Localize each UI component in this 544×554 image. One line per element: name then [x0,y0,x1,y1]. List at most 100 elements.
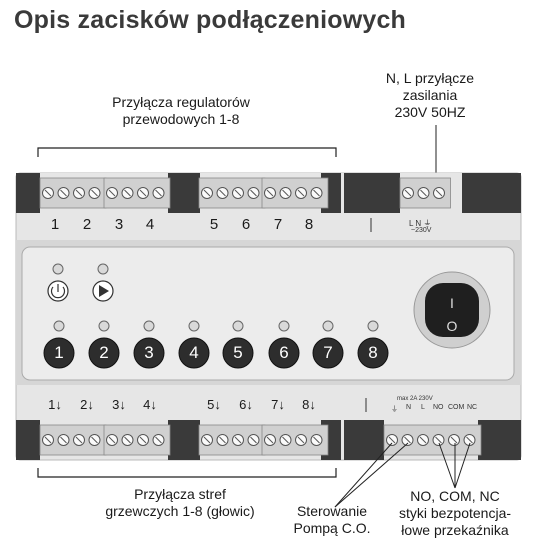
bottom-terminal-a-screw-slot-2 [60,436,67,444]
bottom-number-2: 2↓ [80,397,94,412]
power-led [52,263,64,275]
bottom-terminal-b-screw-slot-3 [139,436,147,444]
relay-terminal-screw-slot-3 [419,436,427,444]
top-terminal-c-screw-slot-3 [234,189,242,197]
zone-led-6 [278,320,290,332]
relay-terminal-screw-slot-1 [388,436,396,444]
top-dark-block-2 [168,173,200,213]
bottom-terminal-b-screw-slot-4 [155,436,162,444]
top-terminal-b-screw-slot-4 [155,189,162,197]
relay-pointer-line-3 [454,442,471,489]
bottom-terminal-b-screw-slot-2 [124,436,131,444]
power-terminal-screw-slot-1 [404,189,412,197]
zone-button-5-label: 5 [233,343,243,362]
regulators-caption: Przyłącza regulatorów przewodowych 1-8 [86,94,276,128]
relay-label-no: NO [433,404,444,411]
bottom-terminal-d-screw-slot-2 [282,436,289,444]
bottom-number-8: 8↓ [302,397,316,412]
relay-label-earth: ⏚ [391,406,398,413]
zone-button-3-label: 3 [144,343,154,362]
power-switch-rocker [425,283,479,337]
power-terminal-bottom-label: ~230V [411,227,432,234]
top-number-8: 8 [304,216,314,233]
relay-terminal-screw-slot-5 [450,436,458,444]
top-terminal-a-screw-slot-1 [44,189,52,197]
top-terminal-b-screw-slot-2 [124,189,131,197]
pump-caption: Sterowanie Pompą C.O. [282,503,382,537]
bottom-terminal-c-screw-slot-3 [234,436,242,444]
zone-led-8 [367,320,379,332]
relay-caption-line1: NO, COM, NC [410,488,500,504]
zone-button-8-label: 8 [368,343,378,362]
zone-button-3 [133,337,165,369]
top-terminal-a-screw-slot-3 [75,189,83,197]
relay-terminal-screw-slot-6 [466,436,473,444]
bottom-terminal-c-screw-slot-2 [219,436,226,444]
regulators-caption-line2: przewodowych 1-8 [122,111,240,127]
top-terminal-a-screw-slot-2 [60,189,67,197]
power-terminal-top-label: L N ⏚ [409,219,432,228]
bottom-dark-block-4 [344,420,384,460]
top-number-1: 1 [50,216,60,233]
relay-terminal-screw-slot-2 [404,436,411,444]
zone-button-2-label: 2 [99,343,109,362]
zone-button-1-label: 1 [54,343,64,362]
power-caption: N, L przyłącze zasilania 230V 50HZ [365,70,495,121]
relay-label-com: COM [448,404,465,411]
bottom-number-3: 3↓ [112,397,126,412]
power-switch-on-label: I [450,295,454,311]
top-terminal-c-screw-slot-1 [203,189,211,197]
zone-button-6 [268,337,300,369]
top-terminal-a-screw-slot-4 [91,189,98,197]
top-number-6: 6 [241,216,251,233]
bottom-number-5: 5↓ [207,397,221,412]
relay-caption-line2: styki bezpotencja- [398,505,512,521]
pump-led [97,263,109,275]
zone-led-2 [98,320,110,332]
power-symbol-icon [50,284,66,299]
bottom-number-7: 7↓ [271,397,285,412]
relay-caption-line3: łowe przekaźnika [401,522,509,538]
power-terminal-screw-slot-2 [420,189,427,197]
zone-button-2 [88,337,120,369]
top-dark-block-5 [462,173,521,213]
top-number-5: 5 [209,216,219,233]
zone-led-5 [232,320,244,332]
bottom-terminal-a-screw-slot-4 [91,436,98,444]
top-dark-block-4 [344,173,400,213]
top-terminal-c-screw-slot-2 [219,189,226,197]
regulators-caption-line1: Przyłącza regulatorów [112,94,250,110]
relay-caption: NO, COM, NC styki bezpotencja- łowe prze… [385,488,525,539]
top-bracket [37,147,337,157]
page-title: Opis zacisków podłączeniowych [14,6,407,34]
top-terminal-d-screw-slot-4 [313,189,320,197]
power-caption-line2: zasilania [402,87,458,103]
top-terminal-c-screw-slot-4 [250,189,257,197]
top-terminal-d-screw-slot-1 [266,189,274,197]
bottom-terminal-d-screw-slot-4 [313,436,320,444]
pump-caption-line1: Sterowanie [296,503,368,519]
pump-pointer-line-1 [334,442,393,508]
power-caption-line1: N, L przyłącze [385,70,475,86]
bottom-terminal-c-screw-slot-4 [250,436,257,444]
relay-terminal-screw-slot-4 [435,436,442,444]
power-caption-line3: 230V 50HZ [394,104,466,120]
top-terminal-b-screw-slot-3 [139,189,147,197]
power-terminal-screw-slot-3 [435,189,443,197]
zone-button-7 [312,337,344,369]
bottom-dark-block-1 [16,420,40,460]
zones-caption: Przyłącza stref grzewczych 1-8 (głowic) [80,486,280,520]
zone-button-6-label: 6 [279,343,289,362]
bottom-terminal-d-screw-slot-3 [297,436,305,444]
top-number-4: 4 [145,216,155,233]
top-dark-block-1 [16,173,40,213]
relay-label-n: N [406,404,412,411]
bottom-terminal-c-screw-slot-1 [203,436,211,444]
bottom-number-4: 4↓ [143,397,157,412]
zone-button-8 [357,337,389,369]
relay-terminal-max-label: max 2A 230V [397,396,433,402]
top-terminal-d-screw-slot-3 [297,189,305,197]
pump-caption-line2: Pompą C.O. [293,520,371,536]
zone-button-4-label: 4 [189,343,199,362]
